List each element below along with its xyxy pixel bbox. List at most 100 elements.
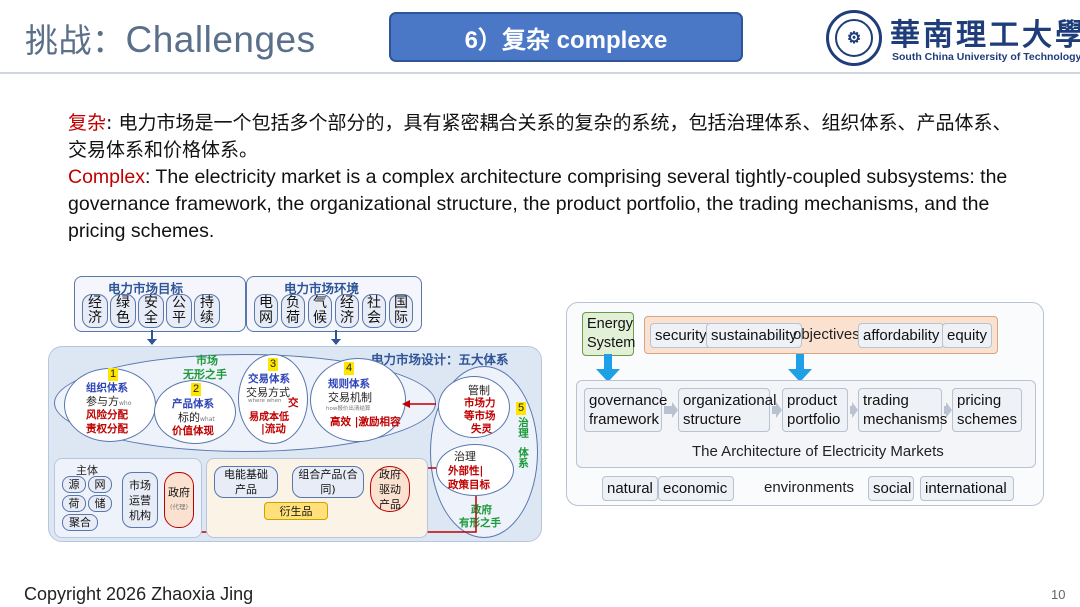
header-divider <box>0 72 1080 74</box>
design-title: 电力市场设计：五大体系 <box>371 352 509 367</box>
rule-system-title: 规则体系 <box>328 378 370 390</box>
env-social: social <box>868 476 914 501</box>
down-arrows <box>147 330 341 345</box>
env-international: international <box>920 476 1014 501</box>
market-operator: 市场运营机构 <box>122 472 158 528</box>
copyright: Copyright 2026 Zhaoxia Jing <box>24 584 254 604</box>
trading-red-1: 交 <box>288 397 299 409</box>
trading-system-title: 交易体系 <box>248 373 290 385</box>
architecture-label: The Architecture of Electricity Markets <box>692 443 944 460</box>
zh-heading: 复杂 <box>68 112 107 134</box>
market-failure-1: 市场力 <box>464 397 496 409</box>
subject-item: 聚合 <box>62 514 98 531</box>
org-participants: 参与方who <box>86 395 132 408</box>
env-title: 电力市场环境 <box>284 281 360 296</box>
subsystem-governance: governance framework <box>584 388 667 432</box>
trading-red-3: |流动 <box>261 423 286 435</box>
en-heading: Complex <box>68 166 145 188</box>
objectives-label: objectives <box>793 326 860 343</box>
rule-how: how报价出清结算 <box>326 406 371 412</box>
energy-base-product: 电能基础产品 <box>214 466 278 498</box>
badge-2: 2 <box>191 383 201 396</box>
subsystem-pricing: pricing schemes <box>952 388 1022 432</box>
subject-item: 荷 <box>62 495 86 512</box>
governance-system-2: 体系 <box>517 447 529 468</box>
government-agent: 政府 (代理) <box>164 472 194 528</box>
goal-item: 绿色 <box>110 294 136 328</box>
topic-banner: 6）复杂 complexe <box>389 12 743 62</box>
rule-red-1: 高效 |激励相容 <box>330 416 401 428</box>
goal-item: 安全 <box>138 294 164 328</box>
government-proxy: (代理) <box>169 503 189 511</box>
en-text: : The electricity market is a complex ar… <box>68 166 1008 242</box>
env-item: 电网 <box>254 294 278 328</box>
product-system-title: 产品体系 <box>172 398 214 410</box>
trading-method: 交易方式 <box>246 386 290 399</box>
externality: 外部性| <box>448 465 484 477</box>
rule-mechanism: 交易机制 <box>328 391 372 404</box>
university-name-en: South China University of Technology <box>892 51 1080 63</box>
portfolio-product: 组合产品(合同) <box>292 466 364 498</box>
zh-text: : 电力市场是一个包括多个部分的，具有紧密耦合关系的复杂的系统，包括治理体系、组… <box>68 112 1012 161</box>
badge-5: 5 <box>516 402 526 415</box>
objective-item: sustainability <box>706 323 802 348</box>
governance-system-1: 治理 <box>517 417 529 438</box>
subsystem-trading: trading mechanisms <box>858 388 947 432</box>
rule-system-ellipse <box>310 358 406 442</box>
env-item: 气候 <box>308 294 332 328</box>
goal-item: 公平 <box>166 294 192 328</box>
subsystem-arrows <box>664 402 952 418</box>
subsystem-product: product portfolio <box>782 388 848 432</box>
org-system-title: 组织体系 <box>86 382 128 394</box>
subsystem-organizational: organizational structure <box>678 388 776 432</box>
environments-label: environments <box>764 479 855 496</box>
energy-system-box: Energy System <box>582 312 635 356</box>
governance-label: 治理 <box>454 450 476 463</box>
org-risk: 风险分配 <box>86 409 128 421</box>
goals-title: 电力市场目标 <box>108 281 184 296</box>
trading-where-when: where when <box>248 398 282 404</box>
env-natural: natural <box>602 476 658 501</box>
objective-item: security <box>650 323 712 348</box>
page-number: 10 <box>1051 587 1066 602</box>
market-label: 市场 <box>196 354 218 367</box>
badge-3: 3 <box>268 358 278 371</box>
objective-item: equity <box>942 323 993 348</box>
governance-inner-ellipse <box>436 444 514 496</box>
trading-red-2: 易成本低 <box>249 412 289 423</box>
product-value: 价值体现 <box>172 425 214 437</box>
invisible-hand: 无形之手 <box>183 368 227 381</box>
objective-item: affordability <box>858 323 945 348</box>
subject-label: 主体 <box>76 464 98 477</box>
regulation-label: 管制 <box>468 384 490 397</box>
title-cn: 挑战： <box>25 21 126 60</box>
cn-architecture-diagram: 电力市场目标 经济 绿色 安全 公平 持续 电力市场环境 电网 负荷 气候 经济… <box>46 270 546 545</box>
org-responsibility: 责权分配 <box>86 423 128 435</box>
badge-4: 4 <box>344 362 354 375</box>
title-en: Challenges <box>125 19 316 60</box>
env-item: 经济 <box>335 294 359 328</box>
en-architecture-diagram: Energy System security sustainability ob… <box>566 302 1046 508</box>
university-seal-logo: ⚙ <box>826 10 882 66</box>
market-failure-2: 等市场 <box>464 410 496 422</box>
subject-item: 网 <box>88 476 112 493</box>
page-title: 挑战：Challenges <box>25 14 316 62</box>
goal-item: 经济 <box>82 294 108 328</box>
visible-hand-2: 有形之手 <box>459 517 501 529</box>
policy-goal: 政策目标 <box>448 479 490 491</box>
government-label: 政府 <box>168 486 190 499</box>
subject-item: 储 <box>88 495 112 512</box>
badge-1: 1 <box>108 368 118 381</box>
product-target: 标的what <box>178 411 215 424</box>
env-item: 负荷 <box>281 294 305 328</box>
description-paragraph: 复杂: 电力市场是一个包括多个部分的，具有紧密耦合关系的复杂的系统，包括治理体系… <box>68 110 1028 245</box>
blue-arrows <box>596 354 812 382</box>
env-economic: economic <box>658 476 734 501</box>
market-failure-3: 失灵 <box>471 423 492 435</box>
derivative-product: 衍生品 <box>264 502 328 520</box>
env-item: 社会 <box>362 294 386 328</box>
goal-item: 持续 <box>194 294 220 328</box>
university-name-cn: 華南理工大學 <box>890 18 1080 53</box>
government-driven-product: 政府驱动产品 <box>370 466 410 512</box>
env-item: 国际 <box>389 294 413 328</box>
